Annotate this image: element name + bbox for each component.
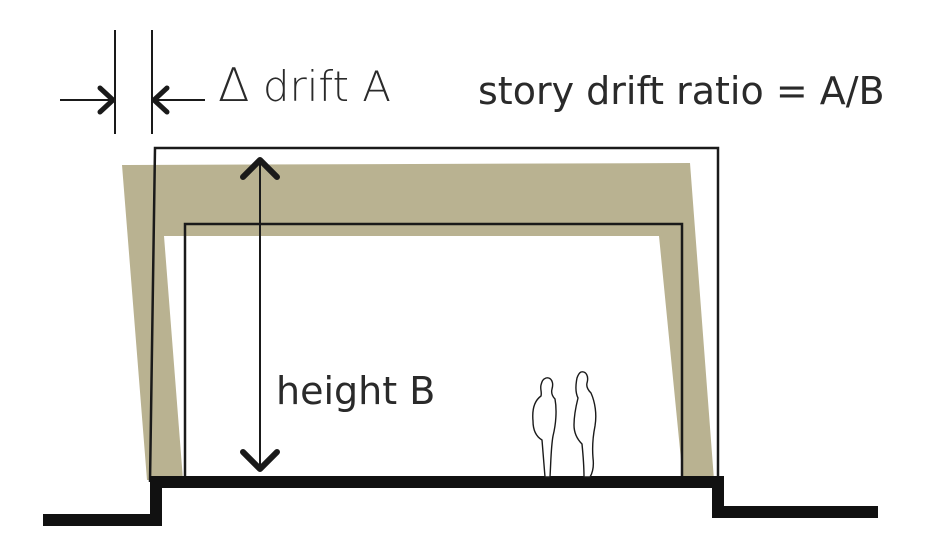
story-drift-ratio-label: story drift ratio = A/B (478, 69, 885, 113)
drift-label: Δ drift A (218, 62, 391, 108)
frame-inner-outline (183, 222, 684, 482)
drift-arrow-right-icon (151, 85, 205, 115)
people-icon (532, 371, 597, 478)
ground-line (43, 476, 878, 526)
delta-symbol: Δ (218, 58, 250, 112)
drift-label-text: drift A (262, 62, 392, 111)
person-right-icon (573, 371, 597, 478)
person-left-icon (532, 377, 557, 478)
deformed-frame (122, 163, 714, 480)
height-label: height B (276, 369, 436, 413)
height-arrow-icon (240, 157, 280, 472)
drift-arrow-left-icon (60, 85, 116, 115)
frame-outer-outline (148, 146, 720, 483)
